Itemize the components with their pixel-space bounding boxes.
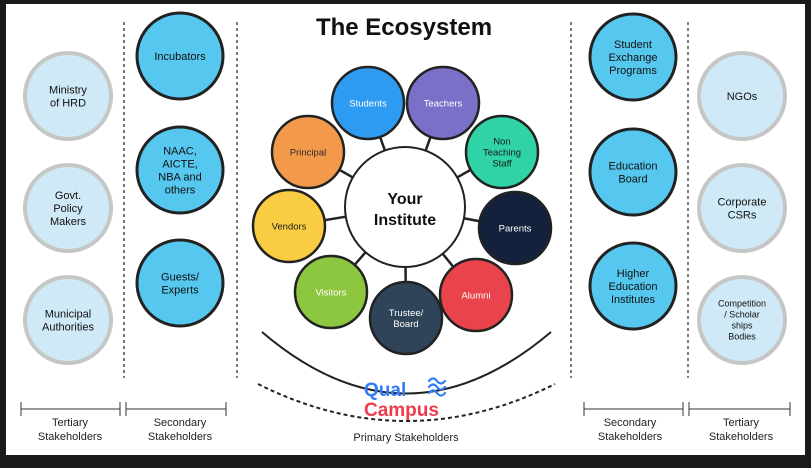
- tertiary-right-node-corporate-csrs-label-line2: CSRs: [728, 209, 757, 221]
- primary-node-vendors: Vendors: [253, 190, 325, 262]
- label-tertiary-left-line2: Stakeholders: [38, 431, 103, 443]
- secondary-left-node-naac-aicte-nba-and-others-label-line3: NBA and: [158, 171, 201, 183]
- label-tertiary-left-line1: Tertiary: [52, 417, 89, 429]
- tertiary-left-node-municipal-authorities-label-line2: Authorities: [42, 321, 94, 333]
- secondary-right-node-student-exchange-programs-label-line2: Exchange: [609, 52, 658, 64]
- primary-node-trustee-board-label-line1: Trustee/: [389, 308, 424, 319]
- primary-node-trustee-board-label-line2: Board: [393, 319, 418, 330]
- primary-node-alumni-label-line1: Alumni: [461, 290, 490, 301]
- secondary-right-node-higher-education-institutes-label-line1: Higher: [617, 268, 650, 280]
- tertiary-left-node-ministry-of-hrd-label-line2: of HRD: [50, 97, 86, 109]
- tertiary-left-node-ministry-of-hrd-label-line1: Ministry: [49, 84, 87, 96]
- primary-node-principal: Principal: [272, 116, 344, 188]
- secondary-right-node-higher-education-institutes-label-line2: Education: [609, 281, 658, 293]
- secondary-right-node-higher-education-institutes-label-line3: Institutes: [611, 294, 656, 306]
- secondary-left-node-naac-aicte-nba-and-others-label-line1: NAAC,: [163, 145, 197, 157]
- label-secondary-right-line2: Stakeholders: [598, 431, 663, 443]
- primary-node-visitors-label-line1: Visitors: [316, 287, 347, 298]
- secondary-left-node-guests-experts: Guests/Experts: [137, 240, 223, 326]
- primary-node-vendors-label-line1: Vendors: [272, 221, 307, 232]
- label-tertiary-right-line2: Stakeholders: [709, 431, 774, 443]
- tertiary-left-node-municipal-authorities-label-line1: Municipal: [45, 308, 91, 320]
- label-secondary-right-line1: Secondary: [604, 417, 657, 429]
- tertiary-left-node-govt-policy-makers-label-line3: Makers: [50, 216, 87, 228]
- secondary-right-node-student-exchange-programs-label-line1: Student: [614, 39, 652, 51]
- tertiary-right-node-ngos: NGOs: [699, 53, 785, 139]
- secondary-left-node-incubators-label-line1: Incubators: [154, 51, 206, 63]
- primary-node-non-teaching-staff-label-line1: Non: [493, 136, 510, 147]
- tertiary-left-node-govt-policy-makers-label-line1: Govt.: [55, 190, 81, 202]
- center-label-line1: Your: [387, 191, 422, 208]
- label-secondary-left-line2: Stakeholders: [148, 431, 213, 443]
- tertiary-right-node-corporate-csrs-label-line1: Corporate: [718, 196, 767, 208]
- label-secondary-left-line1: Secondary: [154, 417, 207, 429]
- qualcampus-logo: Qual Campus: [364, 379, 445, 422]
- secondary-left-node-guests-experts-label-line2: Experts: [161, 284, 199, 296]
- primary-node-teachers: Teachers: [407, 67, 479, 139]
- primary-node-teachers-label-line1: Teachers: [424, 98, 463, 109]
- primary-node-parents-label-line1: Parents: [499, 223, 532, 234]
- tertiary-left-node-govt-policy-makers-label-line2: Policy: [53, 203, 83, 215]
- secondary-left-node-naac-aicte-nba-and-others-label-line2: AICTE,: [162, 158, 197, 170]
- primary-node-visitors: Visitors: [295, 256, 367, 328]
- primary-node-trustee-board: Trustee/Board: [370, 282, 442, 354]
- secondary-right-node-education-board-label-line2: Board: [618, 173, 647, 185]
- tertiary-right-node-competition-scholar-ships-bodies-label-line3: ships: [731, 321, 753, 331]
- secondary-left-node-incubators: Incubators: [137, 13, 223, 99]
- primary-node-parents: Parents: [479, 192, 551, 264]
- label-tertiary-right-line1: Tertiary: [723, 417, 760, 429]
- primary-node-principal-label-line1: Principal: [290, 147, 326, 158]
- tertiary-right-node-competition-scholar-ships-bodies-label-line4: Bodies: [728, 332, 756, 342]
- primary-node-students-label-line1: Students: [349, 98, 387, 109]
- secondary-left-node-guests-experts-label-line1: Guests/: [161, 271, 200, 283]
- primary-node-students: Students: [332, 67, 404, 139]
- secondary-right-node-education-board-label-line1: Education: [609, 160, 658, 172]
- primary-node-non-teaching-staff-label-line2: Teaching: [483, 147, 521, 158]
- label-primary: Primary Stakeholders: [353, 432, 459, 444]
- primary-node-non-teaching-staff-label-line3: Staff: [492, 158, 512, 169]
- secondary-right-node-student-exchange-programs-label-line3: Programs: [609, 65, 657, 77]
- secondary-left-node-naac-aicte-nba-and-others-label-line4: others: [165, 184, 196, 196]
- tertiary-right-node-competition-scholar-ships-bodies-label-line2: / Scholar: [724, 310, 760, 320]
- tertiary-right-node-competition-scholar-ships-bodies-label-line1: Competition: [718, 299, 766, 309]
- page-title: The Ecosystem: [316, 14, 492, 41]
- logo-text-qual: Qual: [364, 380, 406, 401]
- primary-node-alumni: Alumni: [440, 259, 512, 331]
- tertiary-right-node-ngos-label-line1: NGOs: [727, 91, 758, 103]
- center-label-line2: Institute: [374, 212, 436, 229]
- logo-text-campus: Campus: [364, 400, 439, 421]
